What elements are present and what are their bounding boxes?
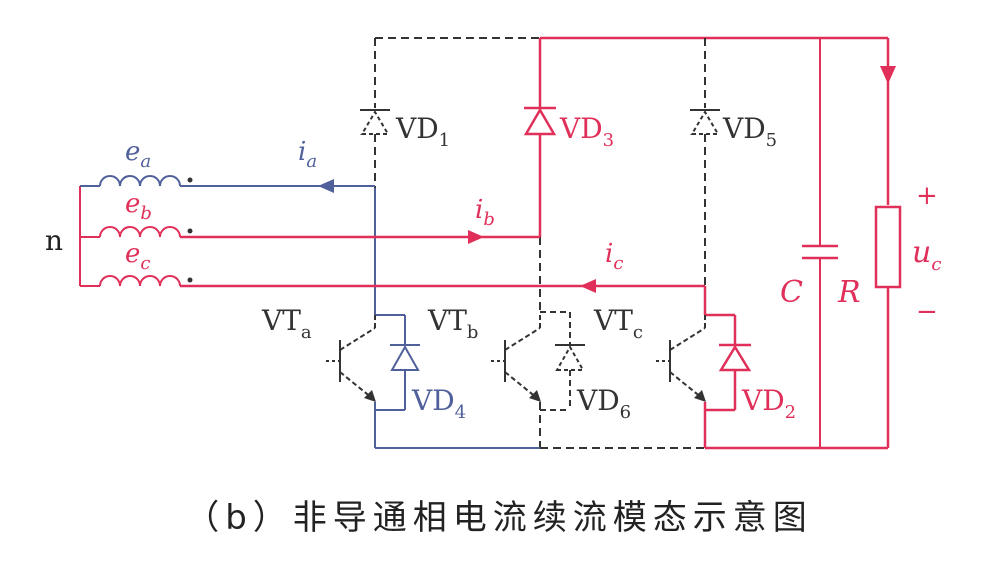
current-a-label: ia (298, 137, 317, 172)
current-b-label: ib (475, 195, 495, 230)
vta-label: VTa (261, 304, 312, 343)
current-b-arrow (468, 230, 484, 244)
winding-a (99, 175, 181, 187)
vd6-label: VD6 (576, 384, 631, 423)
vd2-diode (705, 315, 752, 412)
vd4-label: VD4 (411, 384, 466, 423)
emf-a-label: ea (125, 137, 151, 172)
vd1-diode (360, 109, 390, 135)
current-a-arrow (318, 179, 334, 193)
vtb-transistor (491, 311, 570, 402)
circuit-diagram: n ea eb ec ia ib ic VD1 VD3 VD5 VTa VTb … (45, 36, 941, 450)
vd1-label: VD1 (395, 112, 450, 151)
voltage-label: uc (912, 235, 941, 275)
neutral-label: n (45, 224, 63, 257)
winding-a-dot (187, 177, 193, 183)
winding-b-dot (187, 228, 193, 234)
vd3-label: VD3 (559, 112, 614, 151)
resistor-label: R (837, 275, 861, 310)
load-current-arrow (880, 66, 896, 84)
vd6-diode (540, 312, 585, 411)
emf-c-label: ec (125, 239, 150, 274)
minus-sign: − (916, 297, 938, 327)
vtc-label: VTc (593, 304, 643, 343)
winding-b (99, 226, 181, 238)
capacitor-label: C (780, 275, 803, 310)
vtb-label: VTb (427, 304, 478, 343)
current-c-arrow (580, 279, 596, 293)
emf-b-label: eb (125, 189, 152, 224)
capacitor (802, 38, 838, 448)
vd3-diode (523, 106, 557, 136)
vta-transistor (326, 314, 405, 402)
vd2-label: VD2 (741, 384, 796, 423)
winding-c (99, 275, 181, 287)
vd4-diode (375, 315, 420, 411)
vtc-transistor (656, 313, 735, 402)
plus-sign: + (916, 181, 938, 211)
current-c-label: ic (605, 239, 623, 274)
vd5-label: VD5 (722, 112, 777, 151)
winding-c-dot (187, 277, 193, 283)
resistor (874, 205, 902, 448)
figure-caption: （b）非导通相电流续流模态示意图 (185, 498, 813, 538)
vd5-diode (690, 109, 720, 135)
